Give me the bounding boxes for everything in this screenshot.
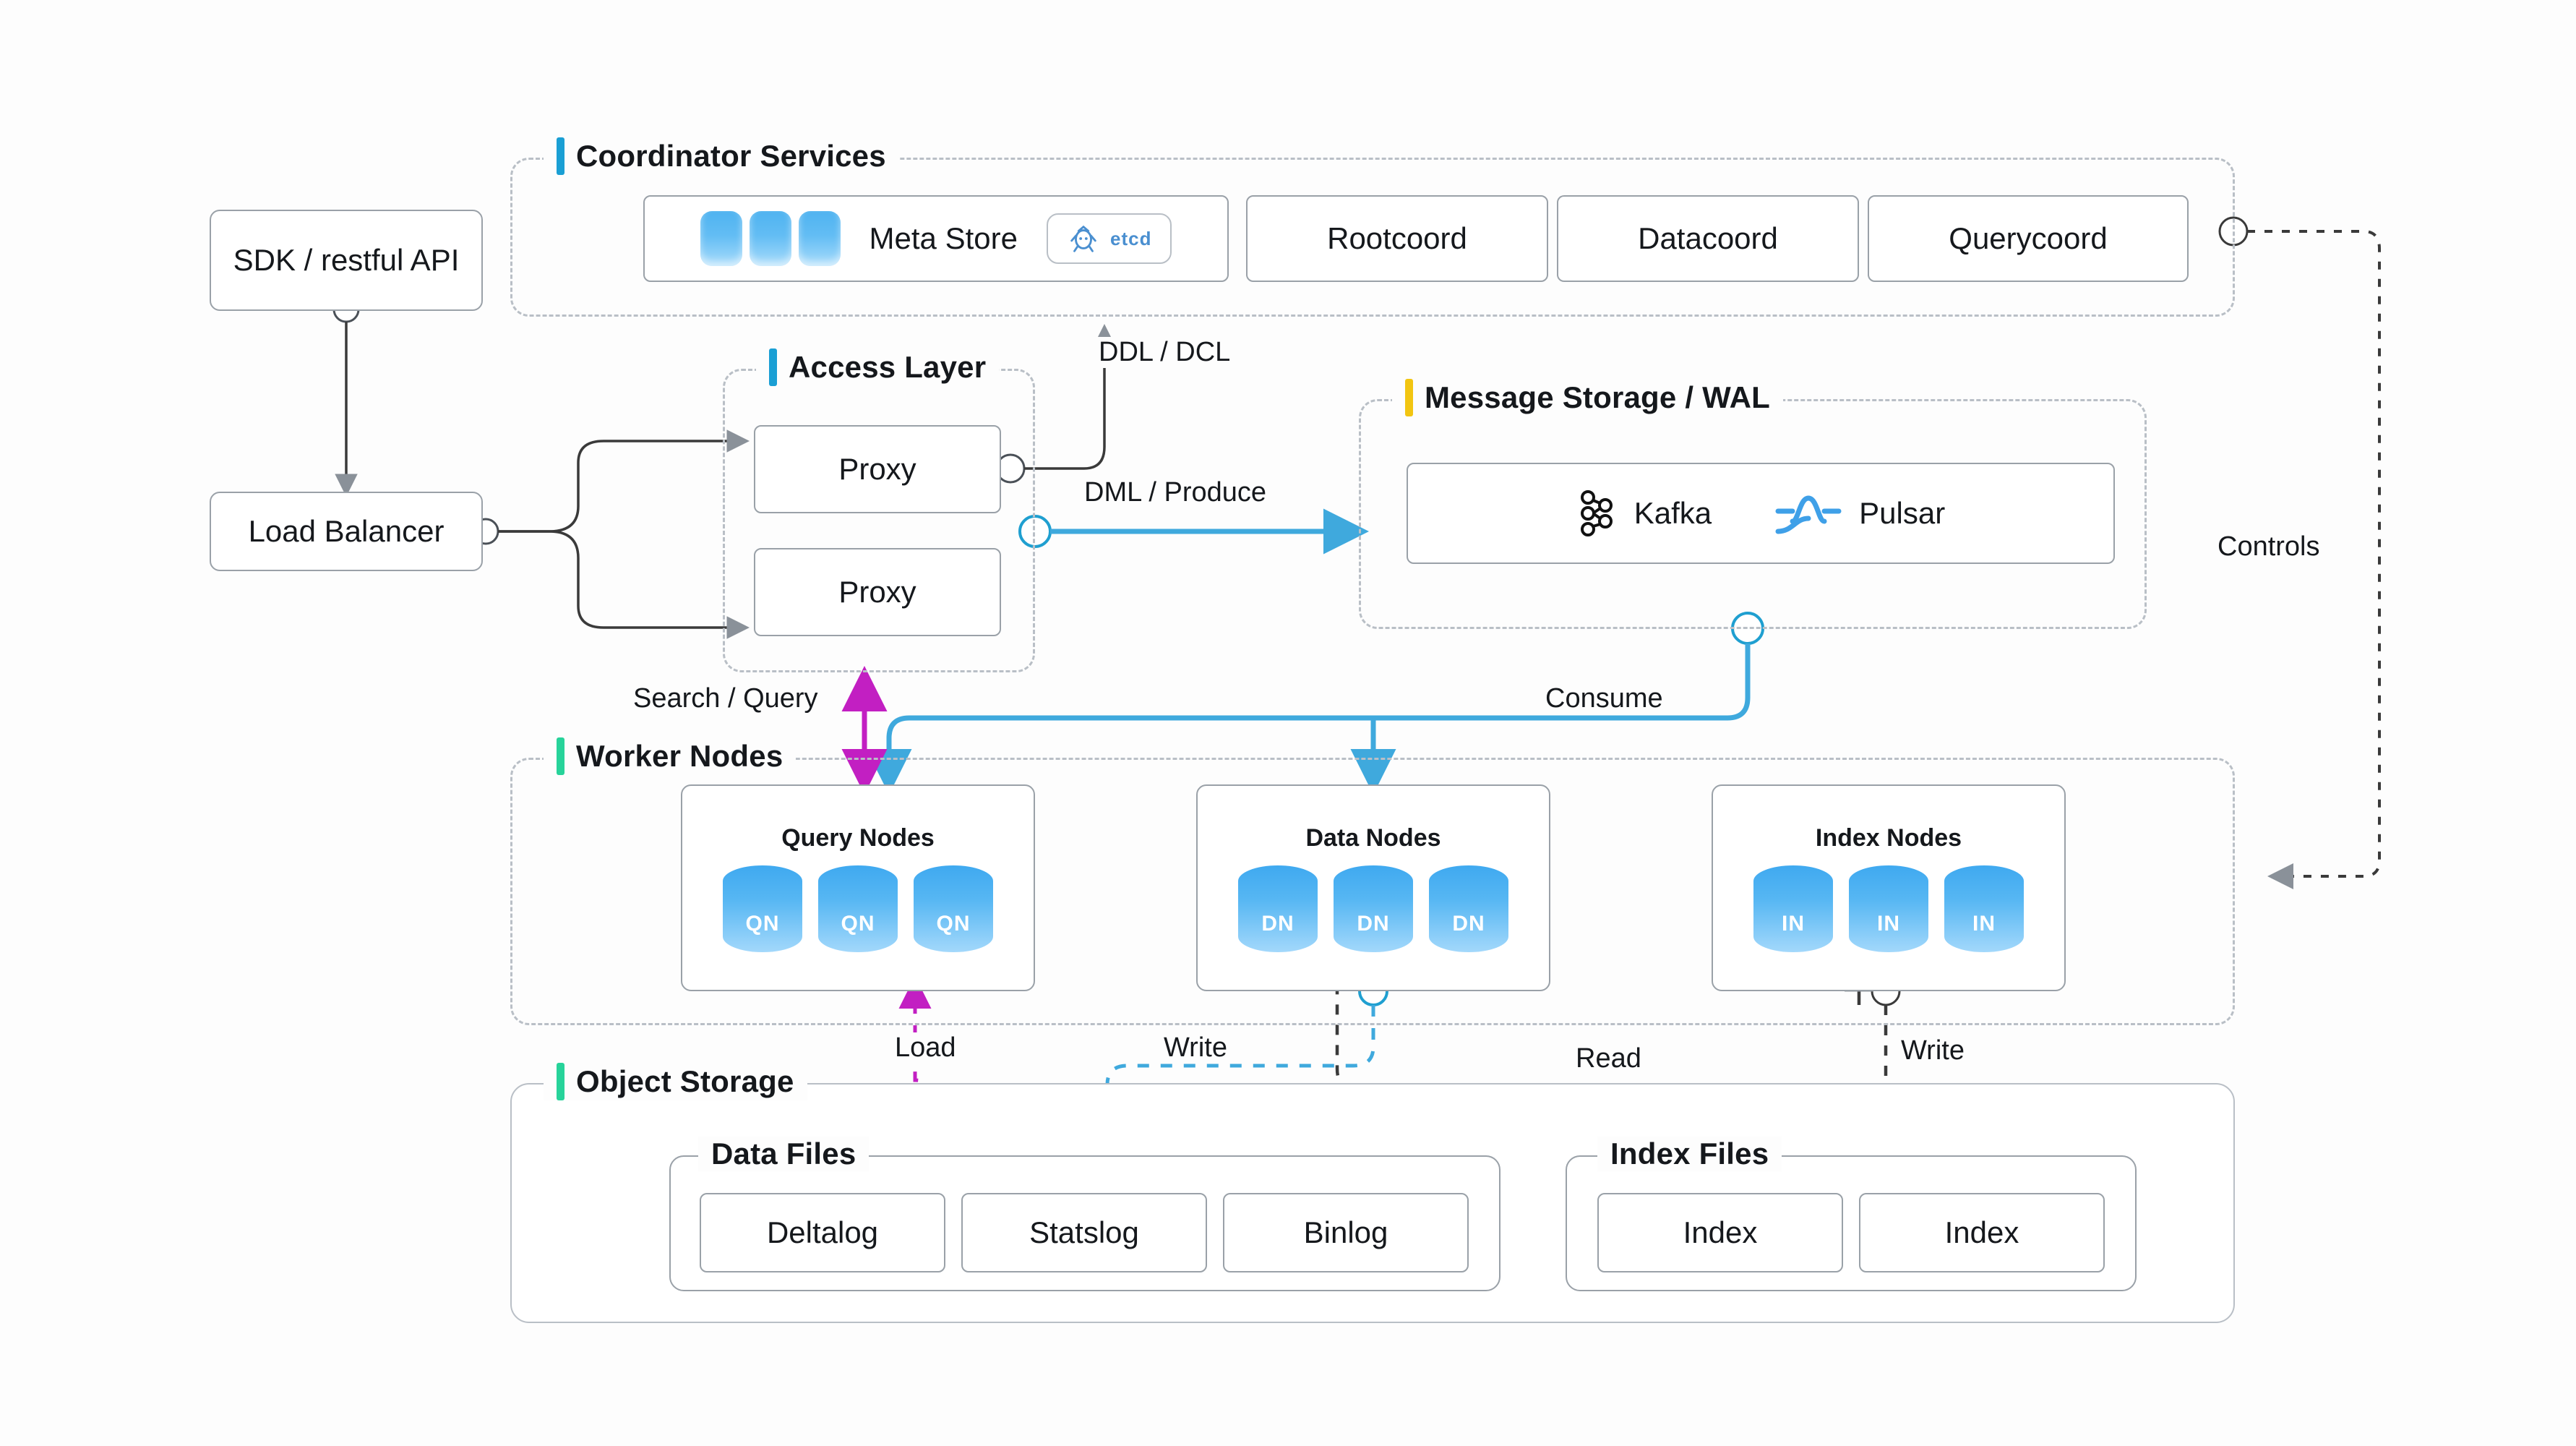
- pulsar-brand[interactable]: Pulsar: [1774, 489, 1945, 537]
- sdk-restful-api-label: SDK / restful API: [233, 243, 460, 277]
- data-nodes-title: Data Nodes: [1305, 823, 1441, 852]
- proxy-box-1[interactable]: Proxy: [754, 425, 1001, 513]
- index-box-1[interactable]: Index: [1597, 1193, 1843, 1272]
- etcd-label: etcd: [1109, 227, 1152, 249]
- edge-label-controls: Controls: [2210, 531, 2327, 562]
- data-files-header: Data Files: [698, 1137, 870, 1171]
- message-brokers-box[interactable]: Kafka Pulsar: [1407, 463, 2115, 564]
- object-storage-title: Object Storage: [576, 1064, 794, 1098]
- etcd-badge[interactable]: etcd: [1046, 213, 1172, 264]
- access-layer-accent-bar: [769, 348, 777, 386]
- load-balancer-label: Load Balancer: [248, 514, 445, 548]
- deltalog-box[interactable]: Deltalog: [700, 1193, 945, 1272]
- proxy-label-1: Proxy: [838, 452, 916, 486]
- edge-label-write-index: Write: [1894, 1035, 1972, 1066]
- pulsar-label: Pulsar: [1859, 496, 1946, 530]
- query-nodes-box[interactable]: Query Nodes QN QN QN: [681, 784, 1035, 991]
- query-node-cylinder: QN: [914, 865, 993, 952]
- worker-nodes-header: Worker Nodes: [544, 737, 797, 775]
- query-node-label: QN: [936, 911, 971, 936]
- worker-nodes-title: Worker Nodes: [576, 739, 783, 773]
- proxy-label-2: Proxy: [838, 575, 916, 609]
- data-node-cylinder: DN: [1429, 865, 1508, 952]
- data-node-label: DN: [1357, 911, 1390, 936]
- query-node-cylinder: QN: [723, 865, 802, 952]
- sdk-restful-api-box[interactable]: SDK / restful API: [210, 210, 483, 311]
- edge-label-write-data: Write: [1156, 1032, 1235, 1064]
- index-files-title: Index Files: [1610, 1137, 1769, 1171]
- coordinator-services-title: Coordinator Services: [576, 139, 886, 173]
- access-layer-title: Access Layer: [789, 350, 987, 384]
- statslog-label: Statslog: [1029, 1215, 1139, 1249]
- query-node-label: QN: [745, 911, 780, 936]
- rootcoord-box[interactable]: Rootcoord: [1246, 195, 1548, 282]
- pulsar-logo-icon: [1775, 495, 1842, 534]
- worker-nodes-accent-bar: [557, 737, 564, 775]
- data-files-title: Data Files: [711, 1137, 856, 1171]
- edge-label-consume: Consume: [1538, 683, 1670, 714]
- proxy-box-2[interactable]: Proxy: [754, 548, 1001, 636]
- data-nodes-box[interactable]: Data Nodes DN DN DN: [1196, 784, 1550, 991]
- query-node-label: QN: [841, 911, 875, 936]
- statslog-box[interactable]: Statslog: [961, 1193, 1207, 1272]
- index-node-cylinder: IN: [1849, 865, 1928, 952]
- data-node-label: DN: [1261, 911, 1295, 936]
- datacoord-box[interactable]: Datacoord: [1557, 195, 1859, 282]
- meta-store-label: Meta Store: [869, 221, 1018, 255]
- object-storage-accent-bar: [557, 1063, 564, 1100]
- message-storage-header: Message Storage / WAL: [1392, 379, 1783, 416]
- querycoord-box[interactable]: Querycoord: [1868, 195, 2189, 282]
- object-storage-header: Object Storage: [544, 1063, 807, 1100]
- coordinator-services-header: Coordinator Services: [544, 137, 899, 175]
- message-storage-title: Message Storage / WAL: [1425, 380, 1770, 414]
- index-nodes-box[interactable]: Index Nodes IN IN IN: [1712, 784, 2066, 991]
- index-files-header: Index Files: [1597, 1137, 1782, 1171]
- edge-label-load: Load: [888, 1032, 963, 1064]
- index-node-cylinder: IN: [1944, 865, 2024, 952]
- deltalog-label: Deltalog: [766, 1215, 879, 1249]
- index-node-label: IN: [1782, 911, 1805, 936]
- index-label-1: Index: [1683, 1215, 1758, 1249]
- data-node-label: DN: [1452, 911, 1485, 936]
- meta-store-box[interactable]: Meta Store etcd: [643, 195, 1229, 282]
- index-node-cylinder: IN: [1753, 865, 1833, 952]
- edge-label-read: Read: [1568, 1043, 1649, 1074]
- etcd-logo-icon: [1070, 226, 1096, 252]
- index-node-label: IN: [1972, 911, 1996, 936]
- query-node-cylinder: QN: [818, 865, 898, 952]
- edge-label-dml-produce: DML / Produce: [1077, 477, 1274, 508]
- data-node-cylinder: DN: [1334, 865, 1413, 952]
- coordinator-accent-bar: [557, 137, 564, 175]
- kafka-logo-icon: [1580, 490, 1613, 536]
- index-node-label: IN: [1877, 911, 1900, 936]
- data-node-cylinder: DN: [1238, 865, 1318, 952]
- datacoord-label: Datacoord: [1638, 221, 1778, 255]
- access-layer-header: Access Layer: [756, 348, 1000, 386]
- index-label-2: Index: [1944, 1215, 2019, 1249]
- kafka-brand[interactable]: Kafka: [1576, 489, 1712, 538]
- message-storage-accent-bar: [1405, 379, 1413, 416]
- load-balancer-box[interactable]: Load Balancer: [210, 492, 483, 571]
- querycoord-label: Querycoord: [1949, 221, 2108, 255]
- kafka-label: Kafka: [1633, 496, 1712, 530]
- edge-label-search-query: Search / Query: [626, 683, 825, 714]
- binlog-box[interactable]: Binlog: [1223, 1193, 1469, 1272]
- index-box-2[interactable]: Index: [1859, 1193, 2105, 1272]
- edge-label-ddl-dcl: DDL / DCL: [1091, 337, 1238, 368]
- index-nodes-title: Index Nodes: [1815, 823, 1962, 852]
- binlog-label: Binlog: [1303, 1215, 1388, 1249]
- query-nodes-title: Query Nodes: [781, 823, 935, 852]
- meta-store-cylinders-icon: [700, 211, 841, 266]
- rootcoord-label: Rootcoord: [1327, 221, 1467, 255]
